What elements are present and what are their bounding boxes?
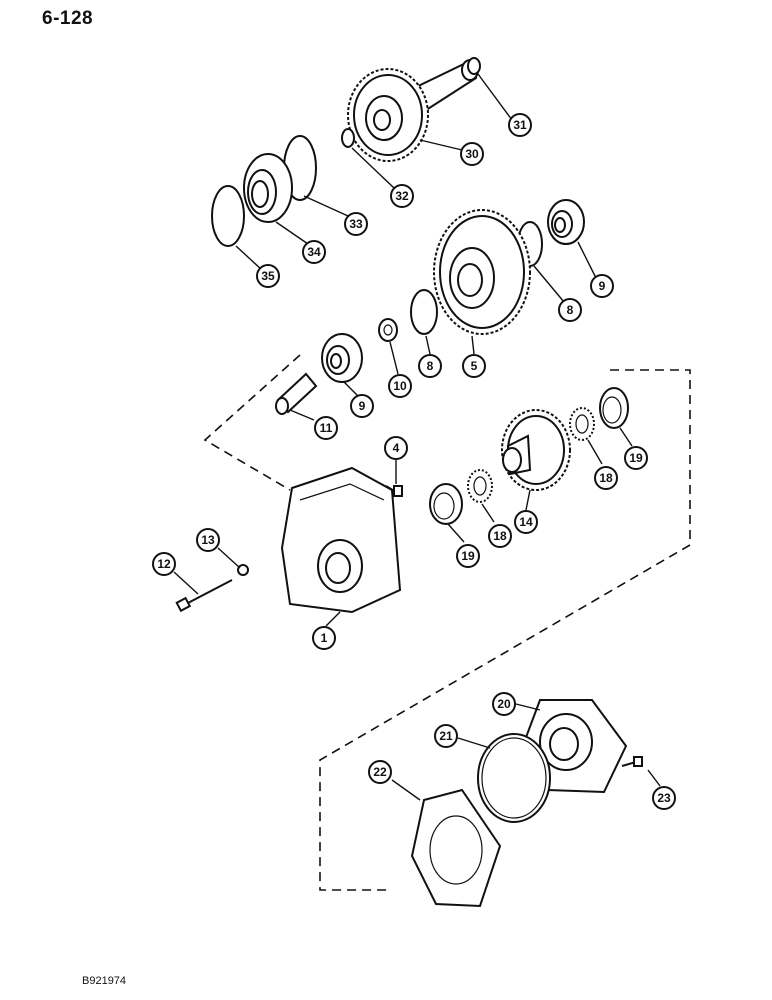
svg-text:13: 13 [201,533,215,547]
gear-part-5 [433,209,531,335]
callout-4: 4 [384,436,408,460]
callout-33: 33 [344,212,368,236]
callout-18-left: 18 [488,524,512,548]
callout-8-middle: 8 [418,354,442,378]
o-ring-part-21 [477,733,551,823]
callout-22: 22 [368,760,392,784]
svg-text:19: 19 [629,451,643,465]
svg-text:30: 30 [465,147,479,161]
figure-code: B921974 [82,975,127,987]
housing-part-1 [280,466,402,614]
svg-text:23: 23 [657,791,671,805]
svg-text:18: 18 [493,529,507,543]
leader-lines [173,73,661,801]
svg-text:5: 5 [471,359,478,373]
callout-35: 35 [256,264,280,288]
bearing-cone-part-18-right [569,407,595,441]
callout-23: 23 [652,786,676,810]
bolt-part-23 [621,756,643,767]
svg-text:14: 14 [519,515,533,529]
svg-text:11: 11 [320,421,333,435]
svg-text:9: 9 [599,279,606,293]
callout-12: 12 [152,552,176,576]
callout-10: 10 [388,374,412,398]
svg-text:33: 33 [349,217,363,231]
svg-text:10: 10 [393,379,407,393]
callout-19-left: 19 [456,544,480,568]
callout-1: 1 [312,626,336,650]
snap-ring-part-35 [211,185,245,247]
bolt-part-12 [175,579,233,613]
svg-text:22: 22 [373,765,387,779]
callout-9-lower: 9 [350,394,374,418]
callout-9-upper: 9 [590,274,614,298]
svg-text:1: 1 [321,631,328,645]
svg-text:8: 8 [567,303,574,317]
callout-30: 30 [460,142,484,166]
svg-text:20: 20 [497,697,511,711]
svg-text:9: 9 [359,399,366,413]
callout-19-right: 19 [624,446,648,470]
svg-text:18: 18 [599,471,613,485]
svg-text:35: 35 [261,269,275,283]
spacer-part-10 [378,318,398,342]
gasket-part-22 [410,788,502,908]
svg-text:21: 21 [439,729,453,743]
svg-text:31: 31 [513,118,527,132]
callout-8-upper: 8 [558,298,582,322]
page-number: 6-128 [42,8,94,29]
callout-34: 34 [302,240,326,264]
shaft-part-11 [275,372,318,415]
svg-text:8: 8 [427,359,434,373]
svg-text:12: 12 [157,557,171,571]
washer-part-13 [237,564,249,576]
callout-11: 11 [314,416,338,440]
assembly-dashed-line-left [203,354,301,491]
bearing-cone-part-18-left [467,469,493,503]
assembly-dashed-line-upper [319,369,691,891]
callout-31: 31 [508,113,532,137]
washer-part-32 [341,128,355,148]
callout-14: 14 [514,510,538,534]
snap-ring-part-31 [467,57,481,75]
callout-18-right: 18 [594,466,618,490]
callout-21: 21 [434,724,458,748]
callout-5: 5 [462,354,486,378]
svg-text:4: 4 [393,441,400,455]
svg-text:34: 34 [307,245,321,259]
callout-32: 32 [390,184,414,208]
callout-20: 20 [492,692,516,716]
snap-ring-part-8-middle [410,289,438,335]
bearing-part-9-lower [321,333,363,383]
bearing-part-9-upper [547,199,585,245]
bearing-cup-part-19-right [599,387,629,429]
gear-shaft-part-30 [347,59,479,162]
bearing-cup-part-19-left [429,483,463,525]
svg-text:32: 32 [395,189,409,203]
callout-13: 13 [196,528,220,552]
svg-text:19: 19 [461,549,475,563]
bearing-part-34 [243,153,293,223]
gear-part-14 [501,409,571,491]
